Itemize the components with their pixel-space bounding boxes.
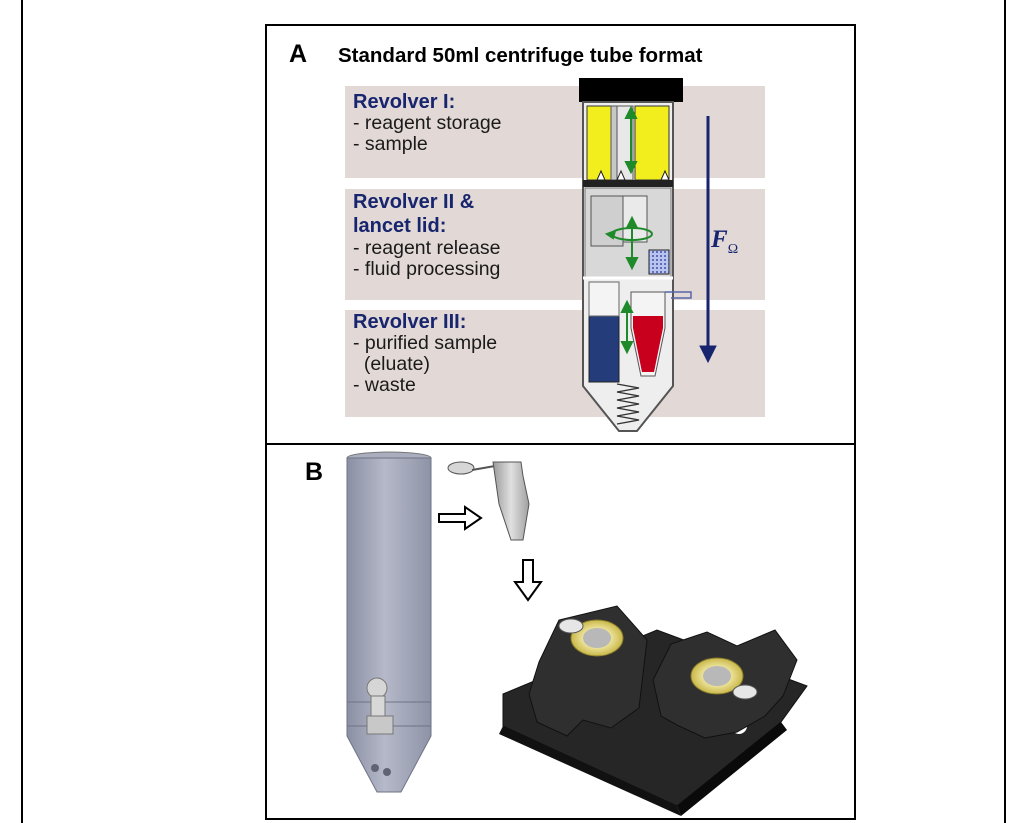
revolver-3-heading: Revolver III:: [353, 311, 467, 333]
inner-valve: [622, 195, 648, 243]
revolver-1-line-2: - sample: [353, 133, 428, 155]
force-label: FΩ: [711, 226, 739, 257]
revolver-2-heading-2: lancet lid:: [353, 215, 447, 237]
eluate-tube-3d: [447, 461, 530, 541]
revolver-3-line-2: (eluate): [353, 353, 430, 375]
hollow-arrow-right: [438, 505, 483, 531]
figure-frame: A Standard 50ml centrifuge tube format: [265, 24, 856, 820]
reagent-chamber-right: [634, 105, 670, 181]
hollow-arrow-down: [513, 559, 543, 602]
revolver-3-line-3: - waste: [353, 374, 416, 396]
revolver-1-base: [583, 180, 673, 187]
revolver-1-heading: Revolver I:: [353, 91, 456, 113]
revolver-1-text: Revolver I: - reagent storage - sample: [353, 92, 502, 155]
band-revolver-1: [345, 86, 765, 178]
eluate-tube-lid: [665, 291, 692, 299]
force-arrow: [699, 116, 717, 364]
spring: [616, 383, 640, 425]
filter-pattern: [649, 250, 669, 274]
panel-divider: [267, 443, 854, 445]
revolver-2-text: Revolver II & lancet lid: - reagent rele…: [353, 190, 500, 280]
page-left-border: [21, 0, 23, 823]
eluate-liquid: [633, 316, 663, 372]
tube-cap: [579, 78, 683, 102]
panel-a-label: A: [289, 40, 308, 68]
waste-chamber-top: [588, 281, 620, 317]
lancet-tip-3: [660, 169, 670, 181]
green-arrows: [604, 105, 653, 355]
black-holder-3d: [499, 605, 808, 816]
band-revolver-3: [345, 310, 765, 417]
panel-a-title: Standard 50ml centrifuge tube format: [338, 44, 703, 67]
panel-b-label: B: [305, 458, 324, 486]
revolver-2-line-2: - fluid processing: [353, 258, 501, 280]
lancet-tip-1: [596, 169, 606, 181]
revolver-2-line-1: - reagent release: [353, 237, 501, 259]
band-revolver-2: [345, 189, 765, 300]
tube-schematic: [579, 78, 717, 432]
revolver-2-heading-1: Revolver II &: [353, 191, 475, 213]
centrifuge-tube-3d: [346, 451, 432, 793]
lancet-tip-2: [616, 169, 626, 181]
revolver-3-text: Revolver III: - purified sample (eluate)…: [353, 312, 497, 396]
revolver-1-line-1: - reagent storage: [353, 112, 502, 134]
panel-b-illustration: [346, 451, 808, 816]
page-right-border: [1004, 0, 1006, 823]
revolver-3-line-1: - purified sample: [353, 332, 498, 354]
